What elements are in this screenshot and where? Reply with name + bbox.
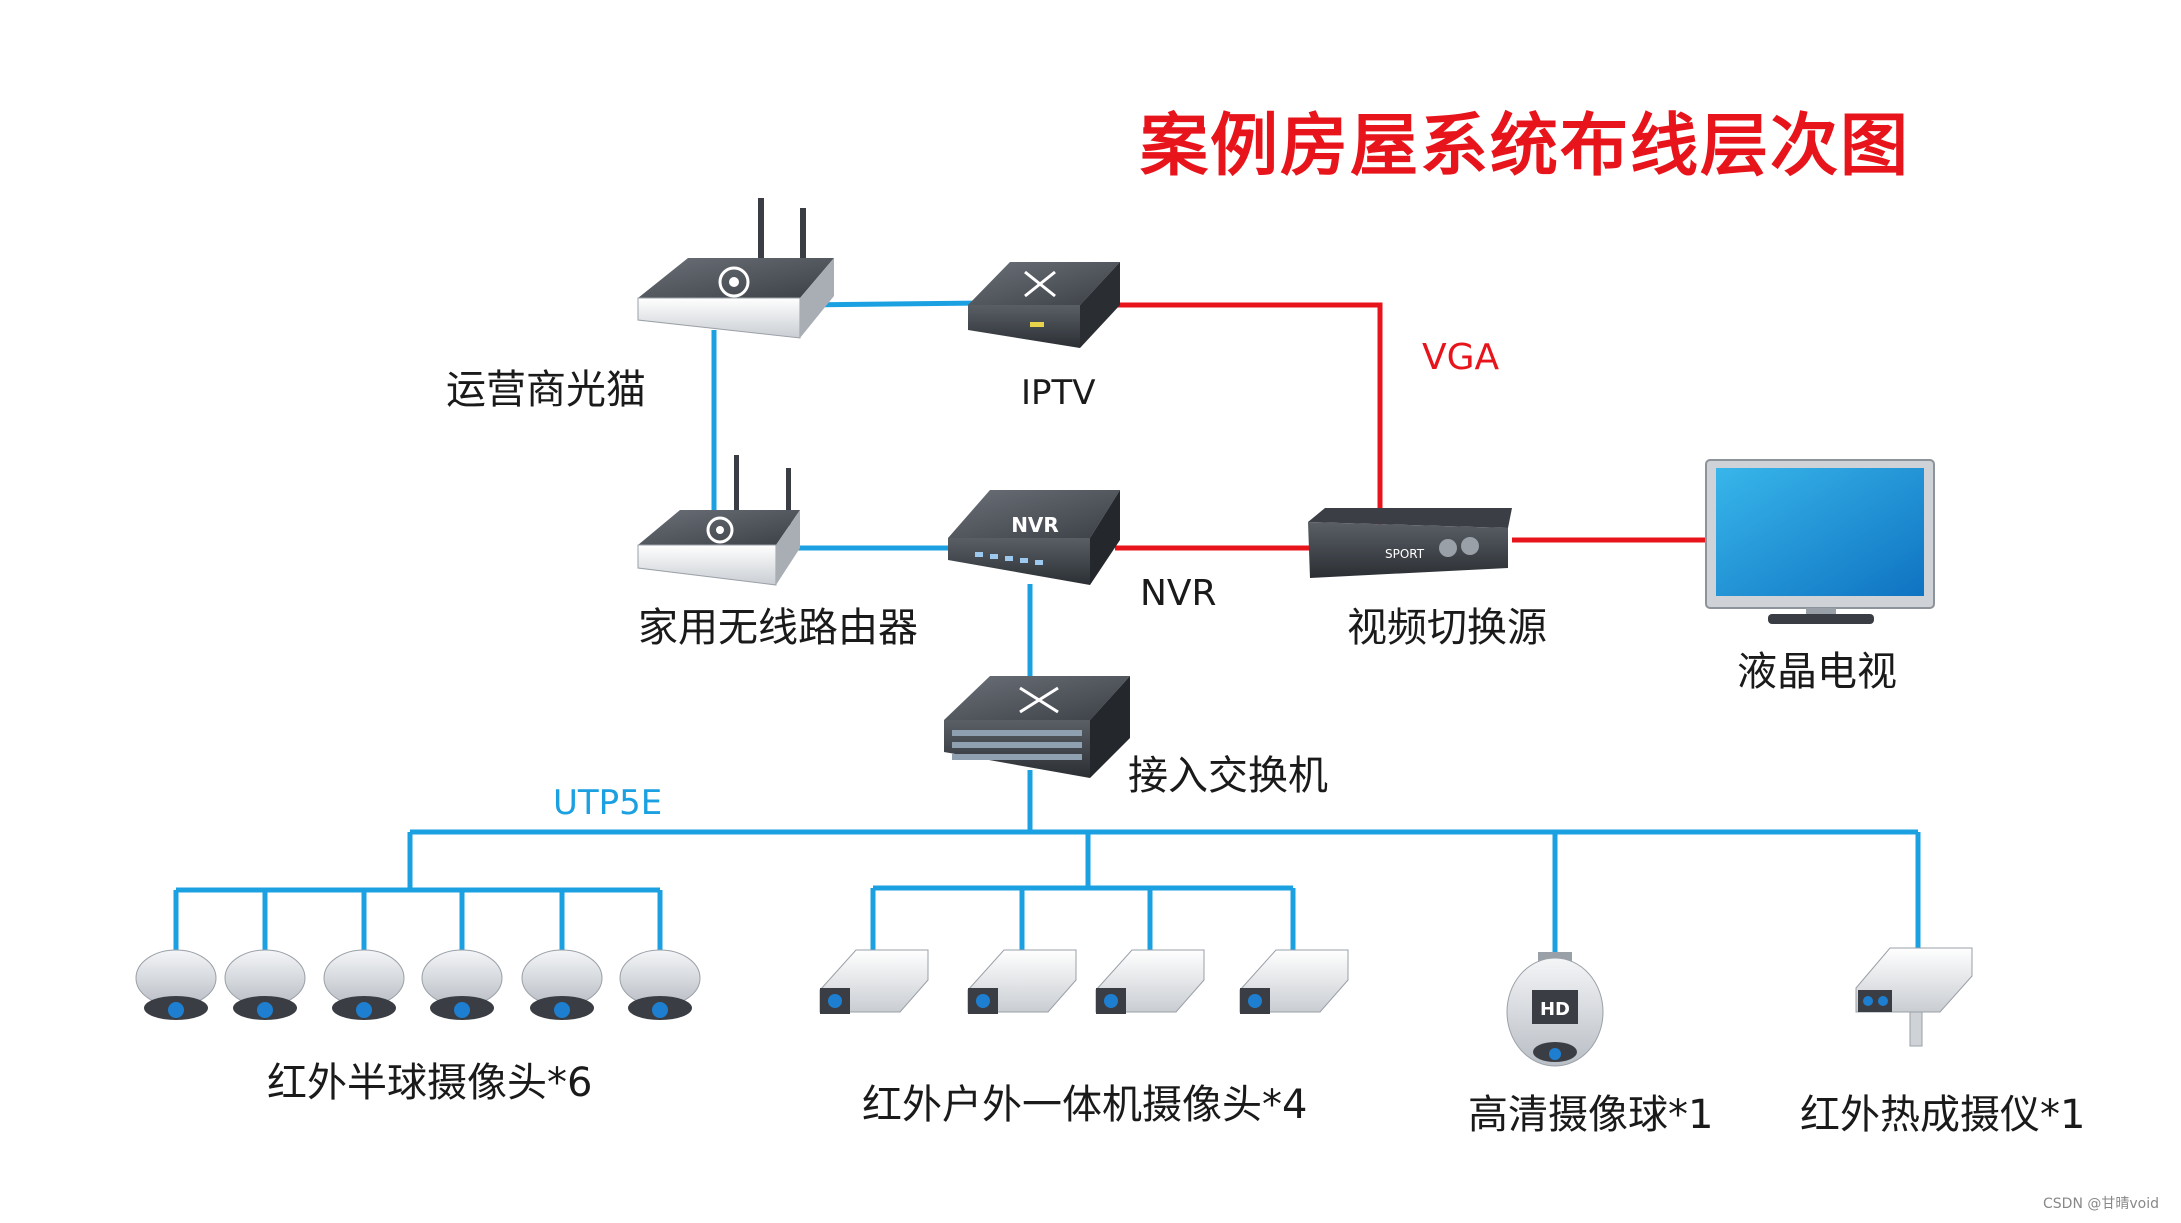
dome-camera <box>421 949 503 1020</box>
link-iptv-to-video-switch <box>1115 302 1383 532</box>
lcd-tv-device <box>1705 459 1935 624</box>
bullet-camera <box>1095 949 1205 1014</box>
hd-badge: HD <box>1540 999 1570 1020</box>
hd-ball-camera-label: 高清摄像球*1 <box>1468 1092 1714 1138</box>
vga-link-label: VGA <box>1422 337 1500 378</box>
bullet-camera <box>1239 949 1349 1014</box>
dome-drops <box>173 890 663 955</box>
nvr-device: NVR <box>948 490 1120 585</box>
nvr-link-label: NVR <box>1140 573 1217 614</box>
dome-camera <box>323 949 405 1020</box>
switch-box-text: SPORT <box>1385 547 1425 561</box>
diagram-title: 案例房屋系统布线层次图 <box>1140 106 1911 186</box>
bullet-camera <box>819 949 929 1014</box>
bullet-cameras-label: 红外户外一体机摄像头*4 <box>862 1082 1308 1128</box>
dome-cameras-label: 红外半球摄像头*6 <box>267 1060 593 1106</box>
iptv-label: IPTV <box>1021 373 1096 413</box>
dome-camera <box>521 949 603 1020</box>
nvr-box-text: NVR <box>1011 513 1059 537</box>
ethernet-links <box>176 300 1921 952</box>
dome-camera <box>224 949 306 1020</box>
watermark: CSDN @甘晴void <box>2043 1196 2159 1212</box>
vga-links <box>1115 302 1710 551</box>
modem-label: 运营商光猫 <box>446 367 646 413</box>
iptv-device <box>968 262 1120 348</box>
dome-cameras <box>135 949 701 1020</box>
lcd-tv-label: 液晶电视 <box>1737 649 1897 695</box>
modem-device <box>637 198 834 339</box>
thermal-camera <box>1855 947 1973 1047</box>
bullet-drops <box>870 888 1296 950</box>
router-device <box>637 455 800 586</box>
thermal-camera-label: 红外热成摄仪*1 <box>1800 1092 2086 1138</box>
dome-camera <box>619 949 701 1020</box>
link-modem-to-iptv <box>799 300 986 308</box>
bullet-camera <box>967 949 1077 1014</box>
access-switch-device <box>944 676 1130 778</box>
router-label: 家用无线路由器 <box>638 605 918 651</box>
utp-link-label: UTP5E <box>553 783 663 823</box>
access-switch-label: 接入交换机 <box>1128 753 1328 799</box>
dome-camera <box>135 949 217 1020</box>
video-switch-label: 视频切换源 <box>1347 605 1547 651</box>
video-switch-device: SPORT <box>1308 508 1512 578</box>
hd-ball-camera: HD <box>1506 952 1604 1067</box>
bullet-cameras <box>819 949 1349 1014</box>
